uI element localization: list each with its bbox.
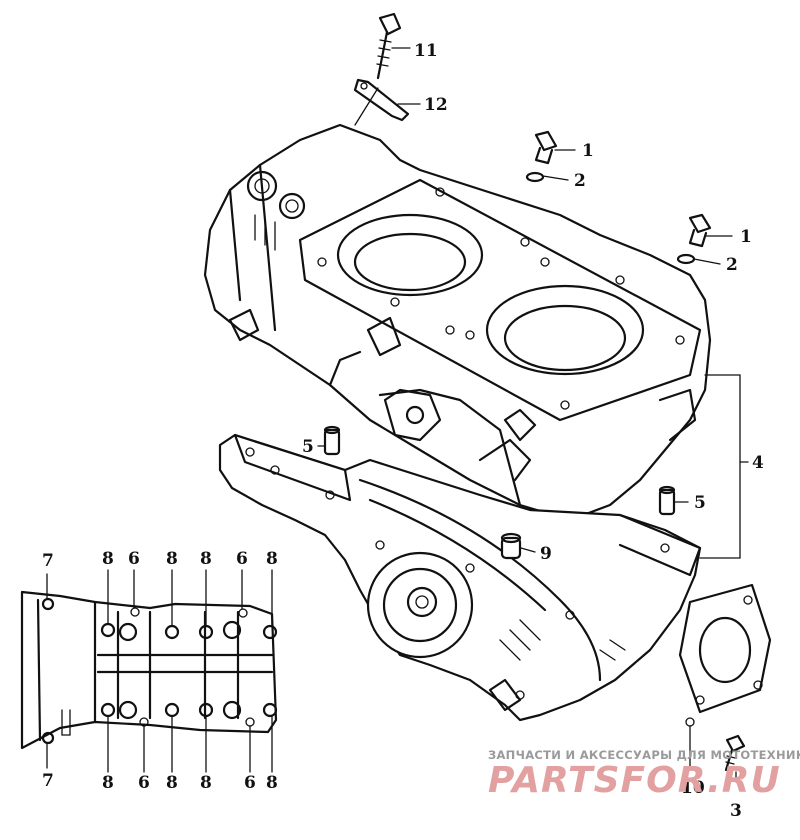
plug-9 — [500, 532, 522, 560]
callout-8-bottom-3: 8 — [200, 773, 212, 793]
callout-6-bottom-2: 6 — [244, 773, 256, 793]
screw-1-right — [688, 213, 712, 248]
callout-7-bottom: 7 — [42, 771, 54, 791]
dowel-pin-5-right — [658, 485, 676, 516]
callout-5-left: 5 — [302, 437, 314, 457]
callout-6-top-1: 6 — [128, 549, 140, 569]
callout-4: 4 — [752, 453, 764, 473]
screw-1-upper — [534, 130, 558, 165]
callout-3: 3 — [730, 801, 742, 821]
callout-2-right: 2 — [726, 255, 738, 275]
callout-9: 9 — [540, 544, 552, 564]
upper-crankcase — [203, 123, 712, 522]
leader-lines — [317, 47, 749, 783]
callout-labels: 11 12 1 2 1 2 4 5 5 9 10 3 7 8 6 8 8 6 8… — [42, 41, 764, 821]
bracket-12 — [353, 78, 410, 122]
callout-6-top-2: 6 — [236, 549, 248, 569]
bolt-pattern-inset — [20, 569, 278, 773]
watermark-caption: ЗАПЧАСТИ И АКСЕССУАРЫ ДЛЯ МОТОТЕХНИКИ — [488, 748, 800, 762]
callout-8-top-2: 8 — [166, 549, 178, 569]
callout-7-top: 7 — [42, 551, 54, 571]
callout-8-top-4: 8 — [266, 549, 278, 569]
gasket-10 — [685, 717, 695, 727]
callout-11: 11 — [414, 41, 438, 61]
callout-2-upper: 2 — [574, 171, 586, 191]
callout-12: 12 — [424, 95, 448, 115]
callout-8-top-3: 8 — [200, 549, 212, 569]
washer-2-right — [676, 253, 696, 265]
watermark-logo: PARTSFOR.RU — [488, 760, 781, 801]
lower-crankcase — [218, 433, 772, 722]
callout-8-bottom-1: 8 — [102, 773, 114, 793]
callout-6-bottom-1: 6 — [138, 773, 150, 793]
callout-1-right: 1 — [740, 227, 752, 247]
bolt-3 — [724, 734, 746, 772]
callout-8-bottom-4: 8 — [266, 773, 278, 793]
callout-8-bottom-2: 8 — [166, 773, 178, 793]
washer-2-upper — [525, 171, 545, 183]
dowel-pin-5-left — [323, 425, 341, 456]
callout-1-upper: 1 — [582, 141, 594, 161]
callout-5-right: 5 — [694, 493, 706, 513]
bolt-11 — [376, 12, 402, 80]
callout-8-top-1: 8 — [102, 549, 114, 569]
callout-10: 10 — [681, 778, 705, 798]
